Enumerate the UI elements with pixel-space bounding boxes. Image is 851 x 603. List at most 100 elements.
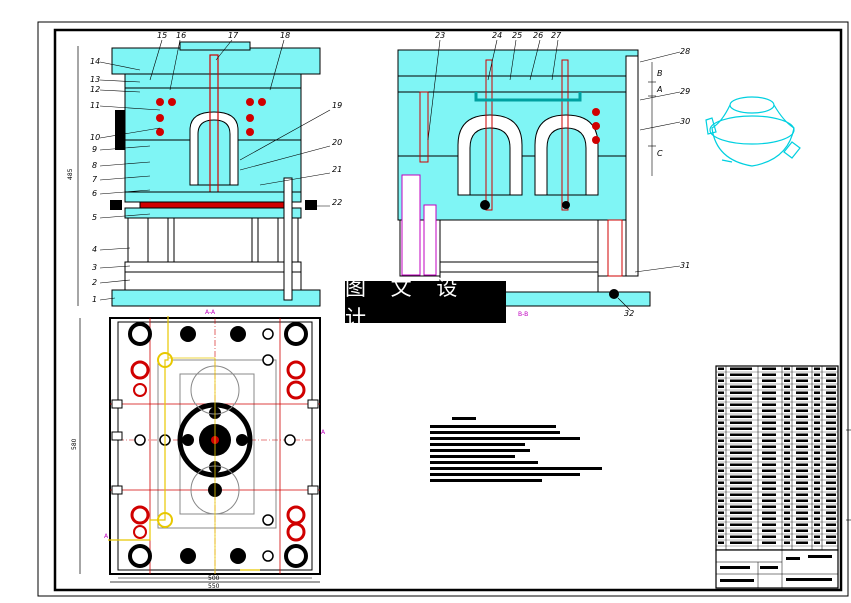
bom-cell-mark <box>784 451 790 454</box>
label-17: 17 <box>228 31 239 40</box>
bom-cell-mark <box>796 463 808 466</box>
bom-cell-mark <box>784 433 790 436</box>
bom-cell-mark <box>718 463 724 466</box>
bom-cell-mark <box>730 517 752 520</box>
bom-cell-mark <box>762 439 776 442</box>
bom-cell-mark <box>796 403 808 406</box>
bom-cell-mark <box>784 445 790 448</box>
bom-cell-mark <box>730 409 752 412</box>
bom-cell-mark <box>784 379 790 382</box>
bom-cell-mark <box>796 433 808 436</box>
bom-cell-mark <box>762 373 776 376</box>
bom-cell-mark <box>826 397 836 400</box>
dim-plan-width-2: 550 <box>208 583 220 590</box>
bom-cell-mark <box>814 541 820 544</box>
bom-cell-mark <box>796 379 808 382</box>
bom-cell-mark <box>718 403 724 406</box>
bom-cell-mark <box>730 529 752 532</box>
bom-cell-mark <box>814 511 820 514</box>
bom-cell-mark <box>814 415 820 418</box>
label-2: 2 <box>92 278 97 287</box>
leaders-top-left <box>149 39 331 207</box>
bom-cell-mark <box>784 463 790 466</box>
bom-cell-mark <box>762 403 776 406</box>
bom-cell-mark <box>826 451 836 454</box>
leaders-left <box>99 61 161 301</box>
bom-cell-mark <box>826 385 836 388</box>
bom-cell-mark <box>730 445 752 448</box>
bom-cell-mark <box>826 427 836 430</box>
bom-cell-mark <box>826 373 836 376</box>
bom-cell-mark <box>718 385 724 388</box>
bom-cell-mark <box>826 487 836 490</box>
plan-labels: A-A A A 580 500 550 <box>71 309 326 590</box>
bom-cell-mark <box>814 529 820 532</box>
label-30: 30 <box>680 117 690 126</box>
bom-cell-mark <box>826 463 836 466</box>
bom-cell-mark <box>796 535 808 538</box>
bom-cell-mark <box>784 409 790 412</box>
bom-cell-mark <box>762 469 776 472</box>
bom-cell-mark <box>718 367 724 370</box>
bom-cell-mark <box>796 457 808 460</box>
bom-cell-mark <box>784 493 790 496</box>
bom-cell-mark <box>718 373 724 376</box>
bom-cell-mark <box>796 445 808 448</box>
bom-cell-mark <box>762 475 776 478</box>
bom-cell-mark <box>814 439 820 442</box>
label-8: 8 <box>92 161 97 170</box>
bom-cell-mark <box>784 523 790 526</box>
bom-cell-mark <box>730 469 752 472</box>
bom-cell-mark <box>718 505 724 508</box>
bom-cell-mark <box>784 373 790 376</box>
bom-cell-mark <box>826 481 836 484</box>
bom-cell-mark <box>814 391 820 394</box>
section-mark-b: B <box>657 69 663 78</box>
bom-cell-mark <box>826 409 836 412</box>
label-12: 12 <box>90 85 100 94</box>
bom-cell-mark <box>718 523 724 526</box>
section-mark-c: C <box>657 149 663 158</box>
label-22: 22 <box>332 198 342 207</box>
bom-cell-mark <box>826 433 836 436</box>
bom-cell-mark <box>814 493 820 496</box>
dim-plan-height: 580 <box>71 438 78 450</box>
bom-cell-mark <box>796 421 808 424</box>
bom-cell-mark <box>814 379 820 382</box>
plan-view <box>79 316 321 583</box>
bom-cell-mark <box>826 541 836 544</box>
bom-cell-mark <box>762 493 776 496</box>
bom-cell-mark <box>784 469 790 472</box>
bom-cell-mark <box>796 367 808 370</box>
bom-cell-mark <box>718 439 724 442</box>
section-label-bb: B-B <box>518 311 528 318</box>
label-10: 10 <box>90 133 100 142</box>
bom-cell-mark <box>730 523 752 526</box>
plan-mark-a-right: A <box>321 429 326 436</box>
section-label-aa: A-A <box>205 309 216 316</box>
bom-cell-mark <box>762 391 776 394</box>
bom-cell-mark <box>784 535 790 538</box>
bom-cell-mark <box>784 481 790 484</box>
technical-notes <box>430 417 602 482</box>
bom-rows <box>716 367 838 547</box>
bom-cell-mark <box>762 517 776 520</box>
label-32: 32 <box>624 309 634 318</box>
label-19: 19 <box>332 101 342 110</box>
bom-cell-mark <box>762 541 776 544</box>
bom-cell-mark <box>784 457 790 460</box>
label-4: 4 <box>92 245 97 254</box>
bom-cell-mark <box>718 481 724 484</box>
bom-cell-mark <box>796 493 808 496</box>
dim-lines-right <box>648 62 656 176</box>
bom-cell-mark <box>762 379 776 382</box>
bom-cell-mark <box>730 439 752 442</box>
bom-cell-mark <box>762 463 776 466</box>
bom-cell-mark <box>762 529 776 532</box>
leaders-right <box>427 39 681 311</box>
bom-cell-mark <box>784 541 790 544</box>
bom-cell-mark <box>796 499 808 502</box>
bom-cell-mark <box>718 511 724 514</box>
bom-cell-mark <box>796 511 808 514</box>
bom-cell-mark <box>730 541 752 544</box>
